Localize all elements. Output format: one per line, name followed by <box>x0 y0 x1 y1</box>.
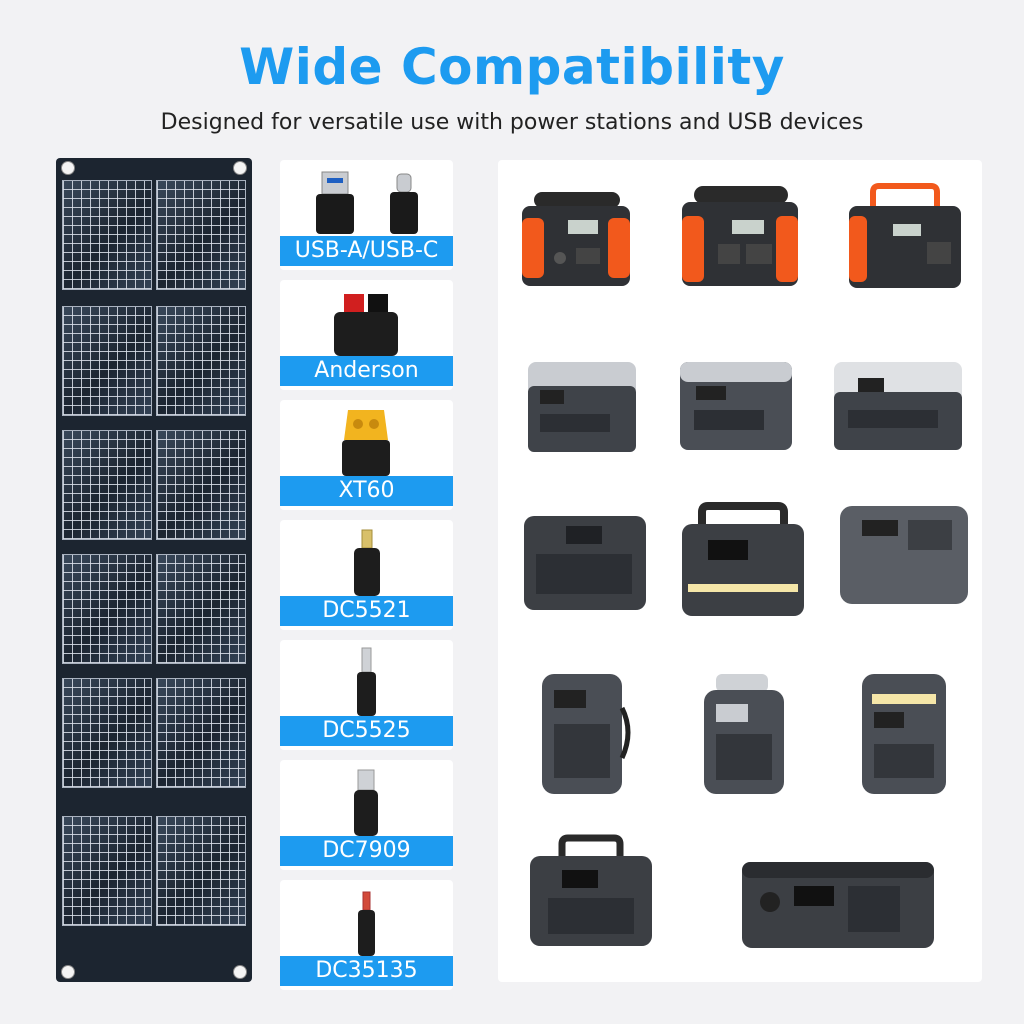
grommet-icon <box>61 161 75 175</box>
xt60-plug-icon <box>342 410 390 476</box>
solar-module <box>62 306 246 416</box>
connector-label: Anderson <box>280 356 453 386</box>
solar-module <box>62 678 246 788</box>
power-station-gray-image <box>840 506 968 604</box>
connector-label: XT60 <box>280 476 453 506</box>
power-station-wide-image <box>742 862 934 948</box>
page-subtitle: Designed for versatile use with power st… <box>160 110 864 135</box>
page-title: Wide Compatibility <box>239 38 785 96</box>
power-station-gray-image <box>524 516 646 610</box>
power-station-orange-image <box>682 186 798 286</box>
power-station-tall-image <box>542 674 631 794</box>
power-station-gray-image <box>680 362 792 450</box>
dc5521-plug-icon <box>354 529 380 596</box>
power-station-gallery <box>498 160 982 982</box>
solar-module <box>62 554 246 664</box>
connector-card-xt60: XT60 <box>280 400 453 510</box>
power-station-lantern-image <box>682 502 804 616</box>
solar-panel-image <box>56 158 252 982</box>
connector-label: DC5521 <box>280 596 453 626</box>
grommet-icon <box>233 965 247 979</box>
connector-label: DC5525 <box>280 716 453 746</box>
connector-card-usb: USB-A/USB-C <box>280 160 453 270</box>
grommet-icon <box>233 161 247 175</box>
power-station-orange-image <box>522 192 630 286</box>
power-station-gray-image <box>834 362 962 450</box>
grommet-icon <box>61 965 75 979</box>
connector-card-dc7909: DC7909 <box>280 760 453 870</box>
connector-card-dc35135: DC35135 <box>280 880 453 990</box>
power-station-tall-image <box>862 674 946 794</box>
connector-card-anderson: Anderson <box>280 280 453 390</box>
connector-label: DC35135 <box>280 956 453 986</box>
connector-card-dc5525: DC5525 <box>280 640 453 750</box>
anderson-plug-icon <box>334 294 398 356</box>
connector-label: DC7909 <box>280 836 453 866</box>
dc35135-plug-icon <box>358 891 375 956</box>
dc5525-plug-icon <box>357 647 376 716</box>
dc7909-plug-icon <box>354 769 378 836</box>
solar-module <box>62 816 246 926</box>
connector-card-dc5521: DC5521 <box>280 520 453 630</box>
power-station-gray-image <box>530 834 652 946</box>
connector-label: USB-A/USB-C <box>280 236 453 266</box>
power-station-orange-image <box>849 183 961 288</box>
solar-module <box>62 180 246 290</box>
power-station-tall-image <box>704 674 784 794</box>
power-station-gray-image <box>528 362 636 452</box>
solar-module <box>62 430 246 540</box>
connector-list: USB-A/USB-C Anderson XT60 DC5521 DC5525 <box>280 160 453 990</box>
usb-a-usb-c-plug-icon <box>316 171 418 234</box>
